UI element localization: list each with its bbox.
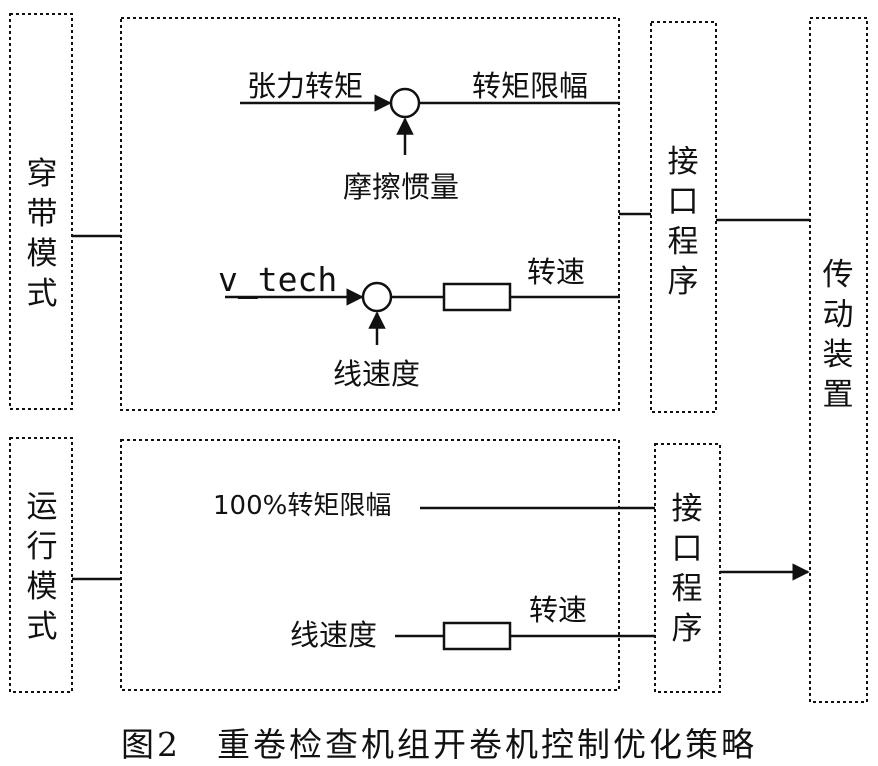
- threading-mode-text: 穿带模式: [26, 156, 58, 312]
- running-mode-box: [9, 437, 73, 693]
- threading-mode-box: [9, 13, 73, 410]
- lower-interface-text: 接口程序: [671, 491, 703, 647]
- tension-torque-label: 张力转矩: [247, 69, 364, 103]
- upper-interface-box: [650, 21, 717, 413]
- drive-device-text: 传动装置: [822, 257, 854, 413]
- torque-limit-100-label: 100%转矩限幅: [213, 491, 392, 521]
- upper-interface-label: 接口程序: [663, 142, 703, 302]
- upper-interface-text: 接口程序: [667, 144, 699, 300]
- speed-sum-junction: [361, 281, 393, 313]
- lower-interface-label: 接口程序: [667, 489, 707, 649]
- threading-mode-label: 穿带模式: [22, 154, 62, 314]
- friction-inertia-label: 摩擦惯量: [343, 170, 460, 204]
- lower-speed-label: 转速: [529, 593, 588, 627]
- lower-speed-block: [442, 621, 512, 651]
- v-tech-label: v_tech: [218, 260, 338, 299]
- running-mode-text: 运行模式: [26, 489, 58, 645]
- upper-speed-block: [442, 282, 512, 312]
- figure-caption: 图2 重卷检查机组开卷机控制优化策略: [121, 725, 757, 764]
- lower-interface-box: [654, 443, 721, 693]
- running-mode-label: 运行模式: [22, 487, 62, 647]
- drive-device-box: [809, 17, 868, 703]
- lower-line-speed-label: 线速度: [290, 618, 378, 652]
- upper-speed-label: 转速: [527, 255, 586, 289]
- torque-limit-label: 转矩限幅: [472, 69, 589, 103]
- drive-device-label: 传动装置: [818, 255, 858, 415]
- upper-control-box: [120, 17, 620, 411]
- torque-sum-junction: [389, 87, 421, 119]
- lower-control-box: [120, 439, 620, 691]
- upper-line-speed-label: 线速度: [333, 357, 421, 391]
